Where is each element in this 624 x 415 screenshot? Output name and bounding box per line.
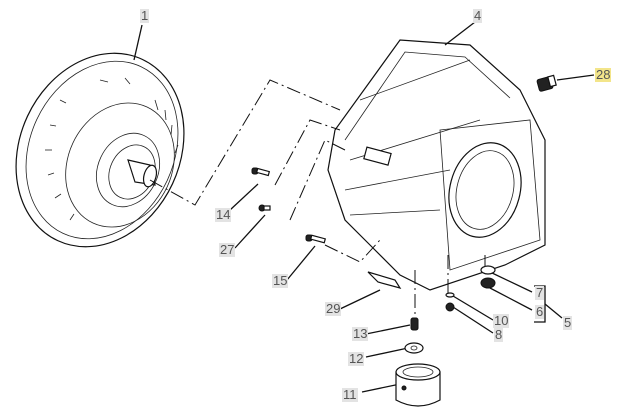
callout-29[interactable]: 29 xyxy=(325,301,342,316)
callout-11[interactable]: 11 xyxy=(342,387,358,402)
torque-converter-drawing xyxy=(15,52,185,248)
converter-housing-drawing xyxy=(327,39,546,291)
callout-12[interactable]: 12 xyxy=(348,351,365,366)
callout-28[interactable]: 28 xyxy=(595,67,612,82)
callout-7[interactable]: 7 xyxy=(535,285,545,300)
callout-8[interactable]: 8 xyxy=(494,327,504,342)
callout-1[interactable]: 1 xyxy=(140,8,150,23)
callout-27[interactable]: 27 xyxy=(219,242,236,257)
leader-lines xyxy=(133,21,595,393)
callout-10[interactable]: 10 xyxy=(493,313,510,328)
small-parts xyxy=(404,265,496,354)
bolts xyxy=(251,167,327,244)
callout-13[interactable]: 13 xyxy=(352,326,369,341)
phantom-lines xyxy=(149,79,486,320)
callout-15[interactable]: 15 xyxy=(272,273,289,288)
clip-drawing xyxy=(367,271,402,289)
sensor-fitting-drawing xyxy=(536,74,557,92)
callout-4[interactable]: 4 xyxy=(473,8,483,23)
oil-filter-drawing xyxy=(395,363,441,407)
callout-14[interactable]: 14 xyxy=(215,207,232,222)
callout-5[interactable]: 5 xyxy=(563,315,573,330)
callout-6[interactable]: 6 xyxy=(535,304,545,319)
